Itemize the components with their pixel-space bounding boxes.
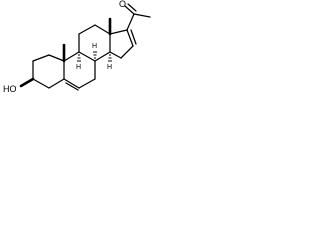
h14-label: H	[107, 64, 112, 71]
bond-c12-c13	[94, 24, 111, 35]
bond-c13-c17	[109, 29, 128, 35]
acetyl-group: O	[119, 0, 151, 31]
h8-hashed-bond	[93, 51, 97, 59]
bond-c15-c14	[109, 51, 122, 59]
stereo-hydrogens: H H H	[76, 43, 112, 71]
ring-c	[78, 24, 111, 62]
bond-c17-c20	[126, 13, 135, 31]
bond-c8-c9	[78, 51, 96, 62]
bond-c11-c12	[78, 24, 96, 35]
ring-d	[109, 29, 137, 59]
bond-c16-c15	[120, 45, 134, 59]
ring-b	[63, 51, 96, 91]
hydroxyl-bond	[19, 77, 35, 88]
bond-c4-c5	[48, 78, 65, 89]
h9-label: H	[76, 64, 81, 71]
h14-hashed-bond	[108, 54, 112, 62]
bond-c3-c4	[32, 78, 50, 89]
bond-c14-c8	[94, 51, 111, 62]
bond-c5-c6	[63, 78, 80, 89]
carbonyl-oxygen-label: O	[119, 0, 126, 9]
ring-a	[32, 54, 65, 89]
bond-c20-o	[124, 5, 135, 15]
bond-c1-c2	[32, 54, 50, 62]
steroid-structure-diagram: O HO H H H	[3, 0, 151, 94]
bond-c5-c6-double	[65, 82, 79, 91]
bond-c17-c16	[126, 29, 134, 47]
bond-c9-c10	[63, 51, 80, 62]
bond-c20-c21	[133, 13, 151, 18]
hydroxyl-group: HO	[3, 77, 35, 94]
h9-hashed-bond	[77, 54, 81, 62]
h8-label: H	[92, 43, 97, 50]
bond-c17-c16-double	[130, 29, 137, 45]
bond-c10-c1	[48, 54, 65, 62]
hydroxyl-label: HO	[3, 84, 17, 94]
bond-c6-c7	[78, 78, 96, 89]
angular-methyls	[62, 17, 112, 63]
bond-c20-o-double	[127, 3, 137, 12]
